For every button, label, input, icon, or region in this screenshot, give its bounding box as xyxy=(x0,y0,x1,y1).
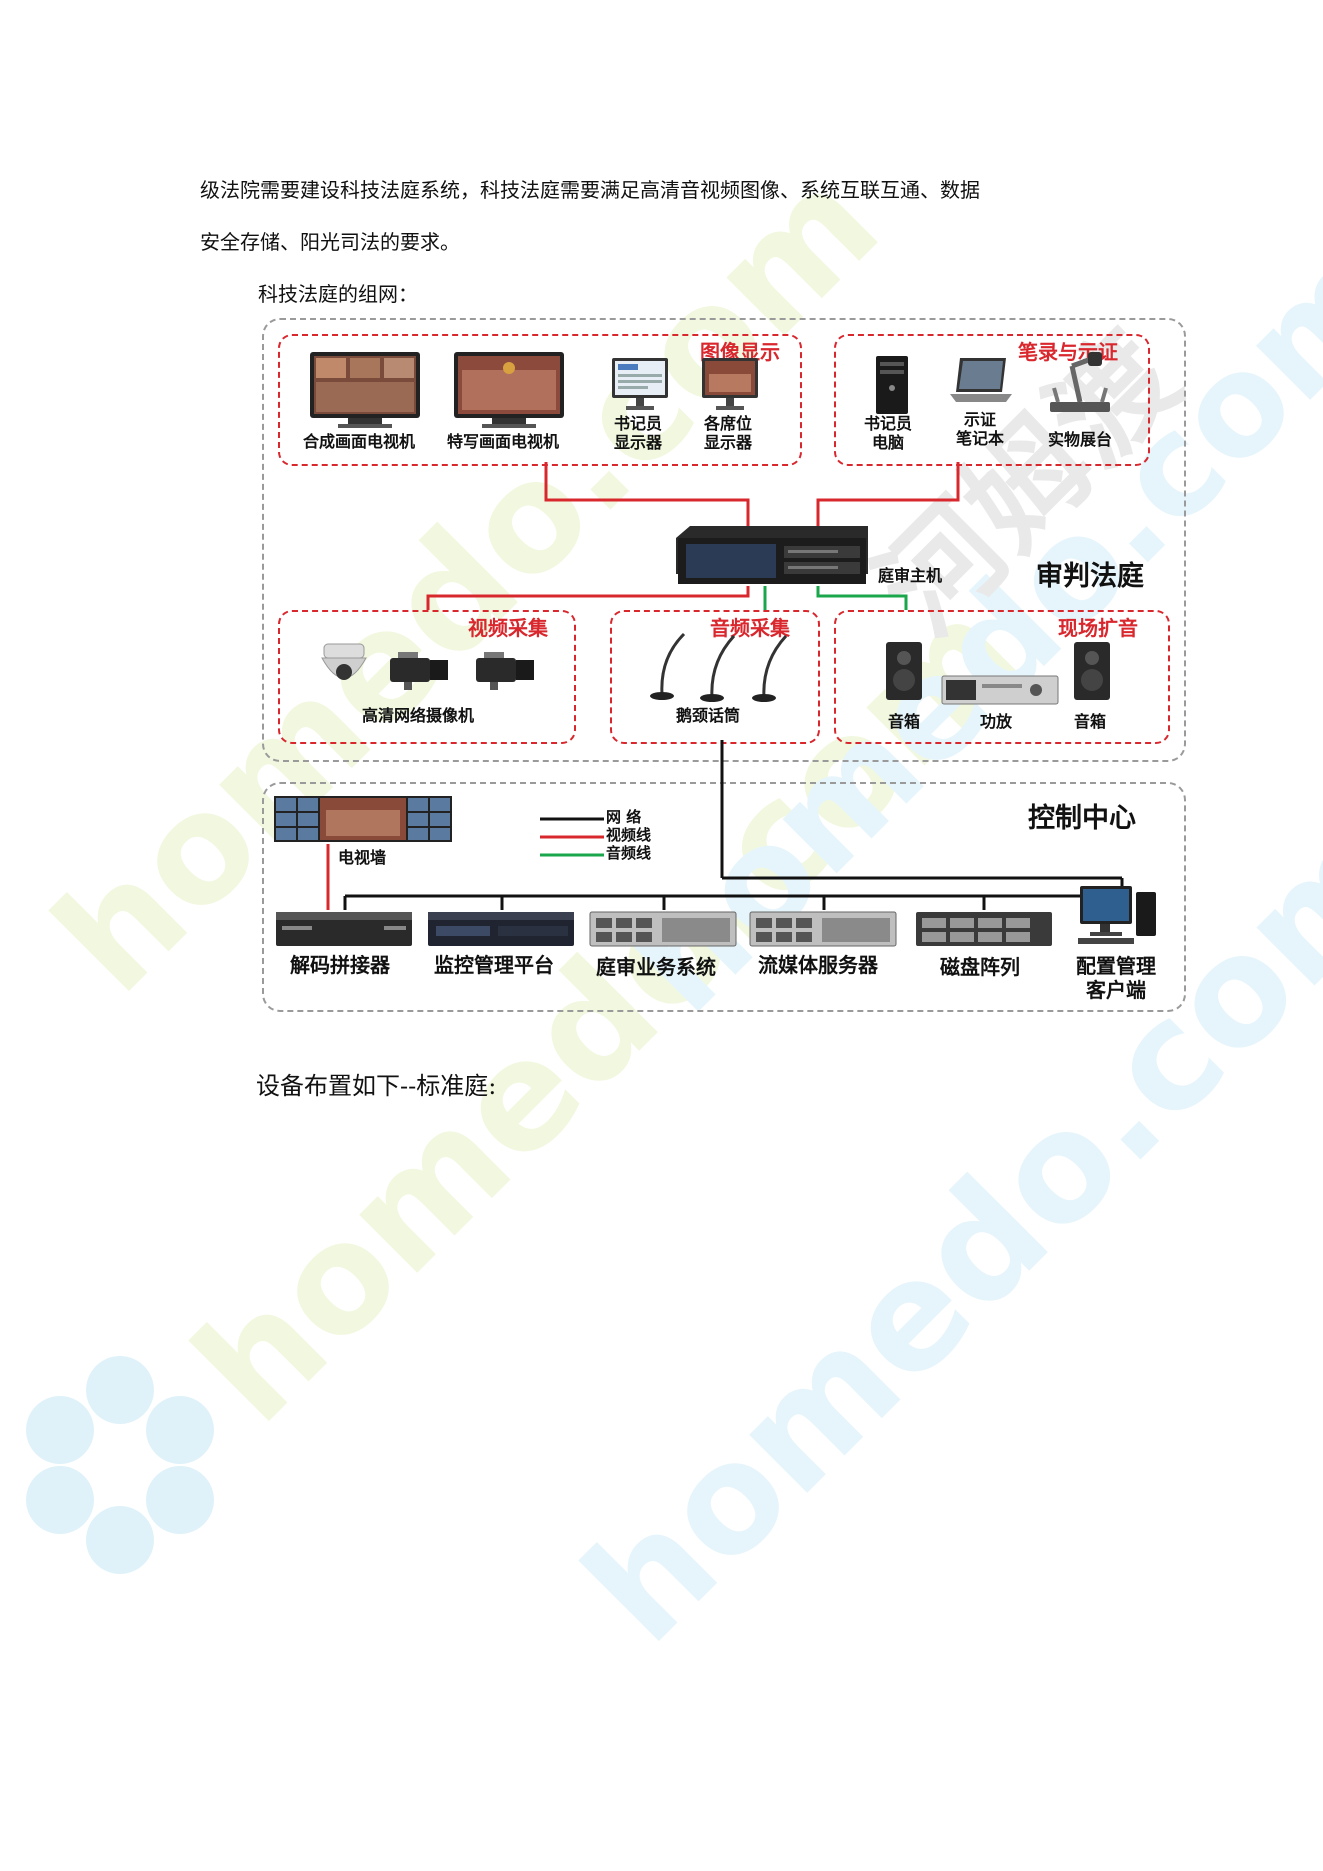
label-amplifier: 功放 xyxy=(980,712,1013,731)
label-document-camera: 实物展台 xyxy=(1048,430,1113,449)
gooseneck-mic-icon xyxy=(650,632,788,702)
label-config-client: 配置管理 客户端 xyxy=(1076,954,1156,1002)
group-image-display xyxy=(278,334,802,466)
court-host-icon xyxy=(676,526,868,584)
courtroom-title: 审判法庭 xyxy=(1036,561,1144,592)
label-speaker-left: 音箱 xyxy=(888,712,921,731)
label-monitor-platform: 监控管理平台 xyxy=(434,953,554,977)
document-camera-icon xyxy=(1050,352,1110,412)
label-clerk-pc: 书记员 电脑 xyxy=(864,414,913,452)
court-system-server-icon xyxy=(589,911,737,947)
box-camera-icon-2 xyxy=(476,652,534,690)
group-audio-capture xyxy=(610,610,820,744)
decoder-icon xyxy=(276,912,412,946)
courtroom-container xyxy=(262,318,1186,762)
group-title-sound-reinforcement: 现场扩音 xyxy=(1058,616,1138,640)
label-tv-wall: 电视墙 xyxy=(338,848,387,867)
dome-camera-icon xyxy=(321,643,367,680)
group-notes-display xyxy=(834,334,1150,466)
disk-array-icon xyxy=(916,912,1052,946)
legend-label-audio: 音频线 xyxy=(606,844,652,862)
group-sound-reinforcement xyxy=(834,610,1170,744)
video-line-display xyxy=(544,462,750,530)
label-hd-camera: 高清网络摄像机 xyxy=(362,706,475,725)
audio-line-amp xyxy=(816,586,908,610)
config-client-pc-icon xyxy=(1078,886,1156,944)
amplifier-icon xyxy=(941,675,1059,705)
control-center-container xyxy=(262,782,1186,1012)
label-court-host: 庭审主机 xyxy=(878,566,943,585)
legend-label-network: 网 络 xyxy=(606,808,642,826)
video-line-camera xyxy=(426,586,750,610)
label-speaker-right: 音箱 xyxy=(1074,712,1107,731)
speaker-icon-left xyxy=(886,642,922,700)
label-laptop: 示证 笔记本 xyxy=(956,410,1005,448)
tv-composite-icon xyxy=(310,352,420,428)
label-court-system: 庭审业务系统 xyxy=(596,955,716,979)
label-disk-array: 磁盘阵列 xyxy=(940,955,1020,979)
label-clerk-monitor: 书记员 显示器 xyxy=(614,414,663,452)
clerk-pc-icon xyxy=(876,356,908,414)
label-gooseneck-mic: 鹅颈话筒 xyxy=(676,706,741,725)
laptop-icon xyxy=(950,358,1012,402)
figure-caption: 科技法庭的组网： xyxy=(258,282,418,306)
speaker-icon-right xyxy=(1074,642,1110,700)
group-title-video-capture: 视频采集 xyxy=(468,616,548,640)
label-decoder: 解码拼接器 xyxy=(290,953,390,977)
group-video-capture xyxy=(278,610,576,744)
closing-text: 设备布置如下--标准庭: xyxy=(256,1072,497,1100)
label-seat-monitor: 各席位 显示器 xyxy=(704,414,753,452)
paragraph-line-2: 安全存储、阳光司法的要求。 xyxy=(200,230,460,254)
video-line-notes xyxy=(816,462,960,530)
control-center-title: 控制中心 xyxy=(1028,803,1136,834)
label-tv-closeup: 特写画面电视机 xyxy=(447,432,560,451)
clerk-monitor-icon xyxy=(612,358,668,410)
monitor-platform-icon xyxy=(428,912,574,946)
tv-wall-icon xyxy=(274,796,452,842)
seat-monitor-icon xyxy=(702,358,758,410)
label-streaming-server: 流媒体服务器 xyxy=(758,953,878,977)
paragraph-line-1: 级法院需要建设科技法庭系统，科技法庭需要满足高清音视频图像、系统互联互通、数据 xyxy=(200,178,980,202)
tv-closeup-icon xyxy=(454,352,564,428)
label-tv-composite: 合成画面电视机 xyxy=(303,432,416,451)
streaming-server-icon xyxy=(749,911,897,947)
box-camera-icon-1 xyxy=(390,652,448,690)
group-title-audio-capture: 音频采集 xyxy=(710,616,790,640)
legend-label-video: 视频线 xyxy=(606,826,652,844)
